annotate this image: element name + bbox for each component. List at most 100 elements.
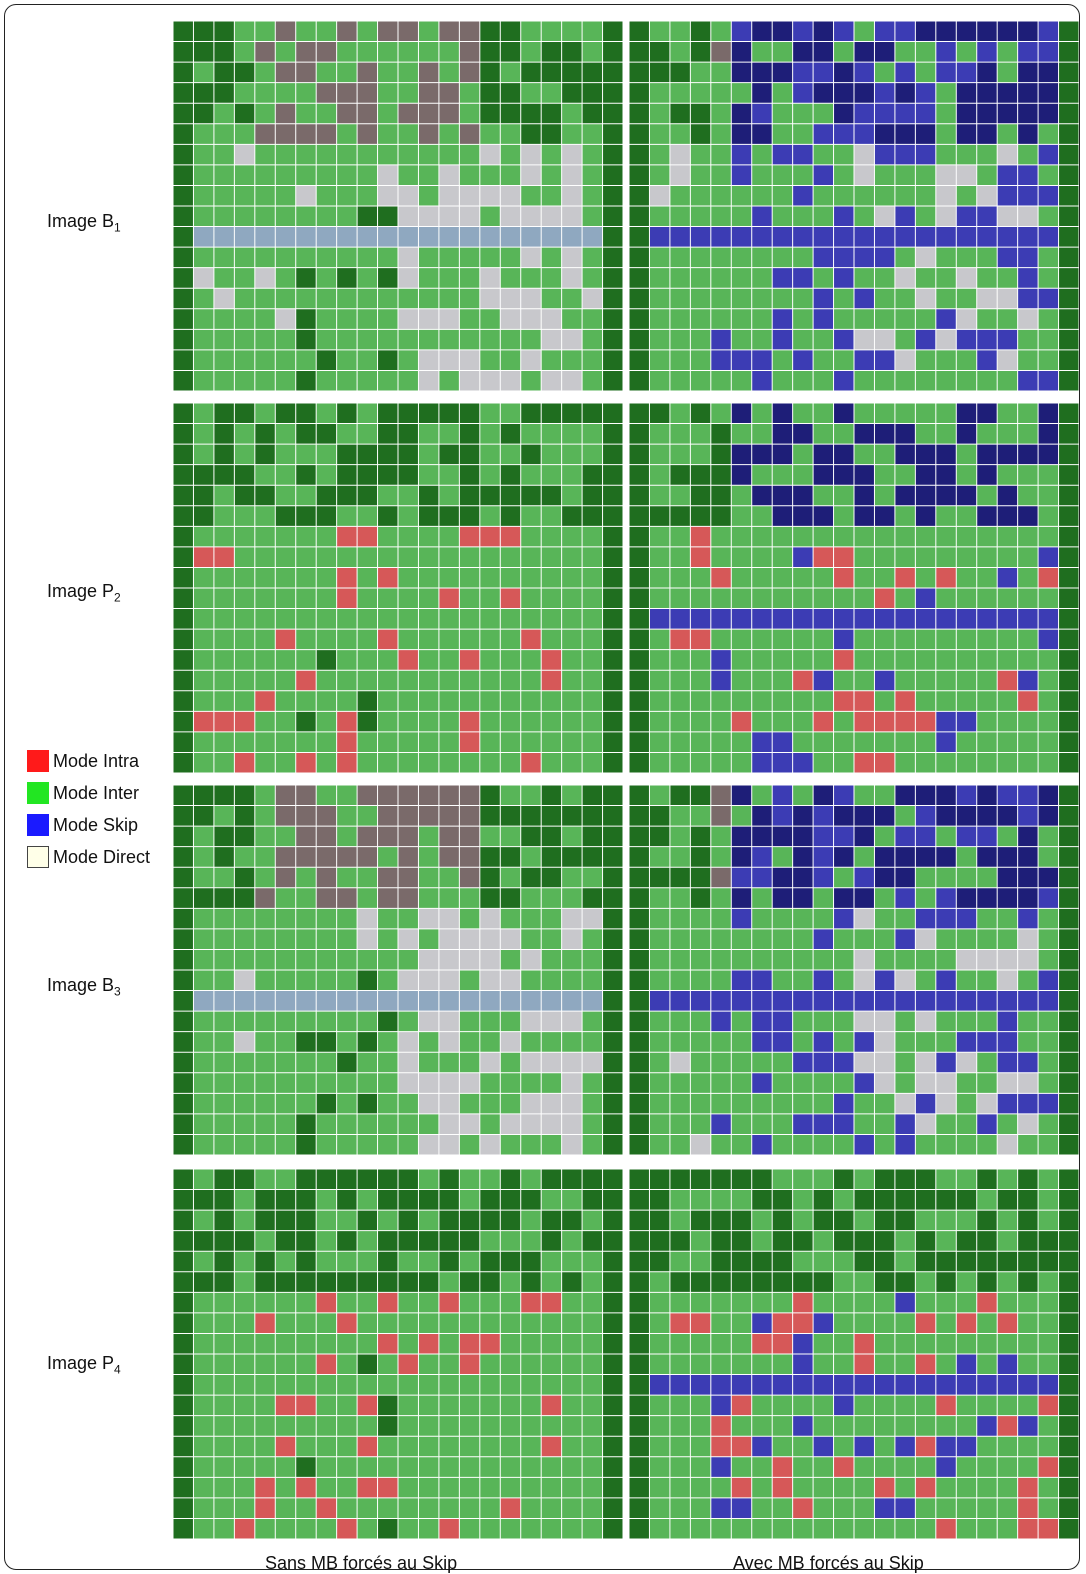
macroblock bbox=[629, 990, 650, 1012]
macroblock bbox=[956, 887, 977, 909]
macroblock bbox=[772, 588, 793, 609]
macroblock bbox=[602, 103, 623, 124]
mb-mode-map-r3-c2 bbox=[629, 785, 1079, 1155]
macroblock bbox=[377, 785, 398, 806]
macroblock bbox=[336, 731, 358, 753]
macroblock bbox=[833, 1436, 854, 1457]
macroblock bbox=[254, 690, 276, 712]
macroblock bbox=[710, 1271, 732, 1293]
macroblock bbox=[772, 349, 793, 371]
macroblock bbox=[935, 752, 957, 773]
macroblock bbox=[997, 1312, 1018, 1334]
macroblock bbox=[935, 1518, 957, 1539]
macroblock bbox=[854, 1031, 875, 1053]
macroblock bbox=[649, 1354, 670, 1375]
macroblock bbox=[731, 928, 752, 950]
macroblock bbox=[976, 123, 998, 145]
macroblock bbox=[357, 649, 378, 671]
macroblock bbox=[316, 928, 337, 950]
macroblock bbox=[1058, 1333, 1079, 1354]
macroblock bbox=[213, 908, 235, 929]
macroblock bbox=[561, 649, 583, 671]
macroblock bbox=[833, 288, 854, 309]
macroblock bbox=[854, 21, 875, 42]
macroblock bbox=[295, 1230, 317, 1252]
macroblock bbox=[561, 1052, 583, 1073]
macroblock bbox=[479, 1134, 501, 1155]
macroblock bbox=[500, 370, 521, 391]
macroblock bbox=[418, 1031, 439, 1053]
macroblock bbox=[1058, 1093, 1079, 1114]
macroblock bbox=[275, 1456, 296, 1478]
macroblock bbox=[602, 349, 623, 371]
macroblock bbox=[629, 1210, 650, 1231]
macroblock bbox=[295, 846, 317, 868]
macroblock bbox=[173, 567, 194, 588]
macroblock bbox=[915, 288, 936, 309]
macroblock bbox=[561, 505, 583, 527]
macroblock bbox=[833, 1011, 854, 1032]
macroblock bbox=[520, 826, 542, 847]
macroblock bbox=[295, 1333, 317, 1354]
macroblock bbox=[894, 1189, 916, 1211]
macroblock bbox=[582, 752, 603, 773]
macroblock bbox=[649, 567, 670, 588]
macroblock bbox=[1058, 1415, 1079, 1437]
macroblock bbox=[582, 21, 603, 42]
macroblock bbox=[792, 329, 814, 350]
macroblock bbox=[295, 608, 317, 630]
macroblock bbox=[336, 1312, 358, 1334]
macroblock bbox=[894, 1210, 916, 1231]
macroblock bbox=[213, 349, 235, 371]
macroblock bbox=[710, 588, 732, 609]
macroblock bbox=[520, 546, 542, 568]
macroblock bbox=[582, 805, 603, 827]
macroblock bbox=[234, 1518, 255, 1539]
macroblock bbox=[854, 403, 875, 424]
macroblock bbox=[316, 308, 337, 330]
macroblock bbox=[833, 526, 854, 547]
macroblock bbox=[459, 1210, 480, 1231]
macroblock bbox=[254, 308, 276, 330]
macroblock bbox=[520, 185, 542, 206]
macroblock bbox=[1038, 949, 1059, 970]
macroblock bbox=[316, 1210, 337, 1231]
macroblock bbox=[275, 464, 296, 486]
macroblock bbox=[649, 1312, 670, 1334]
macroblock bbox=[731, 1395, 752, 1416]
macroblock bbox=[213, 567, 235, 588]
macroblock bbox=[772, 785, 793, 806]
macroblock bbox=[602, 990, 623, 1012]
macroblock bbox=[213, 1333, 235, 1354]
macroblock bbox=[649, 206, 670, 227]
macroblock bbox=[357, 1072, 378, 1094]
macroblock bbox=[295, 752, 317, 773]
macroblock bbox=[874, 1251, 895, 1272]
macroblock bbox=[669, 267, 691, 289]
macroblock bbox=[1017, 1093, 1039, 1114]
macroblock bbox=[629, 805, 650, 827]
macroblock bbox=[193, 1210, 214, 1231]
macroblock bbox=[500, 505, 521, 527]
macroblock bbox=[997, 1189, 1018, 1211]
macroblock bbox=[561, 1113, 583, 1135]
macroblock bbox=[254, 1518, 276, 1539]
macroblock bbox=[520, 1518, 542, 1539]
macroblock bbox=[731, 1210, 752, 1231]
macroblock bbox=[833, 1169, 854, 1190]
macroblock bbox=[731, 1456, 752, 1478]
macroblock bbox=[541, 1436, 562, 1457]
macroblock bbox=[1017, 826, 1039, 847]
macroblock bbox=[234, 370, 255, 391]
macroblock bbox=[669, 670, 691, 691]
macroblock bbox=[213, 1093, 235, 1114]
macroblock bbox=[649, 1134, 670, 1155]
macroblock bbox=[935, 805, 957, 827]
macroblock bbox=[1017, 1169, 1039, 1190]
macroblock bbox=[894, 485, 916, 506]
macroblock bbox=[894, 608, 916, 630]
macroblock bbox=[500, 1169, 521, 1190]
macroblock bbox=[833, 1134, 854, 1155]
macroblock bbox=[731, 349, 752, 371]
macroblock bbox=[602, 1456, 623, 1478]
